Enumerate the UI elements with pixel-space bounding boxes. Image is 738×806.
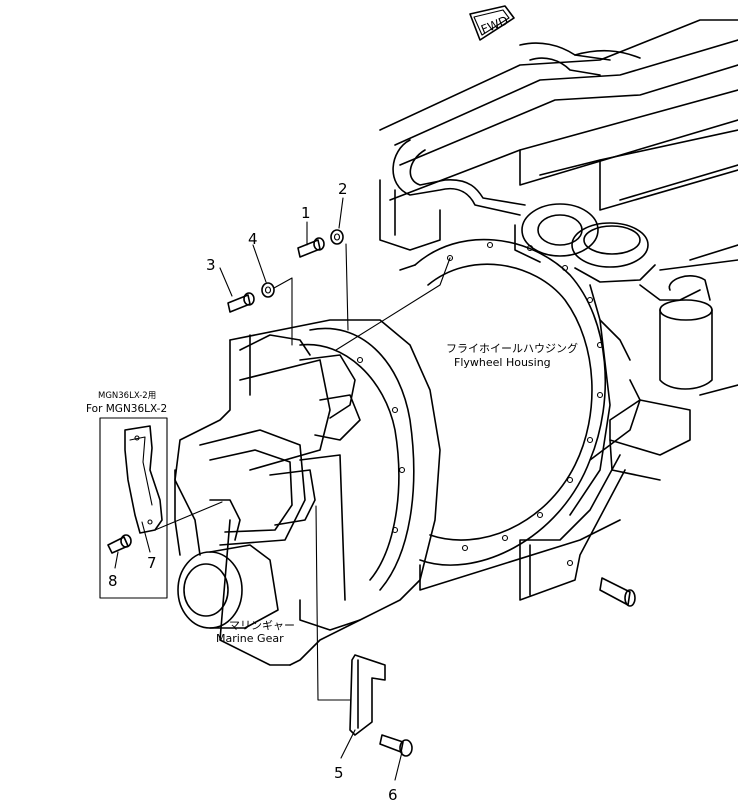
- callout-3: 3: [206, 256, 216, 274]
- flywheel-housing: [399, 238, 641, 591]
- marine-gear: [174, 319, 441, 666]
- bolt-part-8-icon: [107, 534, 132, 554]
- washer-part-2-icon: [330, 229, 344, 245]
- callout-4: 4: [248, 230, 258, 248]
- bolt-part-1-icon: [297, 237, 325, 258]
- engine-block: [379, 19, 738, 396]
- leader-lines: [114, 197, 451, 781]
- callout-8: 8: [108, 572, 118, 590]
- marine-gear-label-en: Marine Gear: [216, 632, 284, 645]
- callout-6: 6: [388, 786, 398, 801]
- callout-7: 7: [147, 554, 157, 572]
- flywheel-housing-label-jp: フライホイールハウジング: [446, 341, 578, 355]
- callout-2: 2: [338, 180, 348, 198]
- bracket-part-5: [349, 654, 386, 736]
- washer-part-4-icon: [261, 282, 275, 298]
- fwd-arrow-icon: [469, 5, 515, 41]
- marine-gear-label-jp: マリンギャー: [229, 619, 295, 632]
- bolt-part-3-icon: [227, 292, 255, 313]
- variant-label-en: For MGN36LX-2: [86, 403, 167, 415]
- flywheel-housing-label-en: Flywheel Housing: [454, 356, 551, 369]
- variant-inset-box: [99, 417, 168, 599]
- engine-mount-bracket: [519, 399, 691, 601]
- mount-bolt-icon: [599, 577, 636, 607]
- callout-1: 1: [301, 204, 311, 222]
- callout-5: 5: [334, 764, 344, 782]
- bolt-part-6-icon: [379, 734, 413, 757]
- variant-label-jp: MGN36LX-2用: [98, 391, 156, 401]
